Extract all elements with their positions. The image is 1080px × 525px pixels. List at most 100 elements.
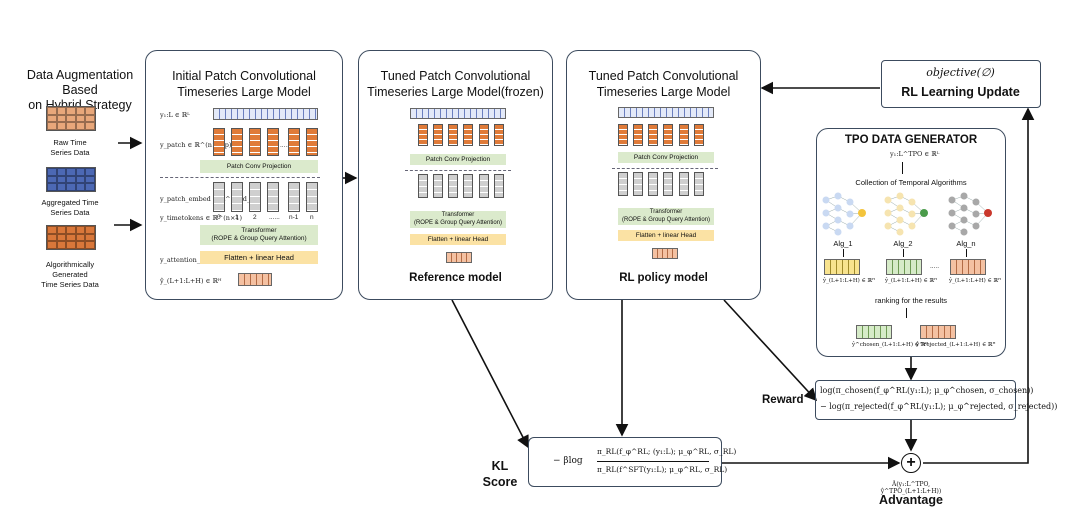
initial-model-title: Initial Patch Convolutional Timeseries L… [145,68,343,100]
p3-transformer-bar: Transformer (ROPE & Group Query Attentio… [618,208,714,225]
embed-token [213,182,225,212]
algorithmic-data-label-line1: Algorithmically [45,260,95,269]
p1-embed-row [213,182,318,212]
node-icon [960,204,968,212]
tpo-algorithm-networks [822,192,992,236]
plus-node: + [901,453,921,473]
arrow-plus-to-rl-update [923,107,1035,464]
tpo-rejected-output [920,325,956,339]
node-icon [822,196,830,204]
tpo-rejected-label: ŷ^rejected_(L+1:L+H) ∈ ℝᴴ [916,342,996,348]
advantage-formula: Â(y₁:L^TPO, ŷ^TPO_(L+1:L+H)) [880,481,942,495]
p2-output-seq [446,252,472,263]
rl-update-box: objective(∅) RL Learning Update [881,60,1041,108]
node-icon [834,204,842,212]
patch-token [267,128,279,156]
reference-model-caption: Reference model [409,272,502,284]
patch-token [448,124,458,146]
node-icon [822,209,830,217]
embed-token [479,174,489,198]
tpo-algn-output [950,259,986,275]
tpo-chosen-label: ŷ^chosen_(L+1:L+H) ∈ ℝᴴ [852,342,929,348]
p3-patch-conv-bar: Patch Conv Projection [618,152,714,163]
arrow-panel2-to-kl [451,299,529,449]
patch-token [288,128,300,156]
node-icon [846,210,854,218]
embed-token [633,172,643,196]
reward-box: log(π_chosen(f_φ^RL(y₁:L); μ_φ^chosen, σ… [815,380,1057,420]
tpo-alg1-label: Alg_1 [833,239,853,248]
p1-tick-labels: 0 1 2 ...... n-1 n [213,214,323,222]
p2-patch-row [418,124,504,146]
node-icon [972,222,980,230]
p1-flatten-bar: Flatten + linear Head [200,251,318,264]
embed-token [679,172,689,196]
advantage-label: Advantage [879,493,943,507]
embed-token [231,182,243,212]
tpo-ranking-arrow [906,308,907,318]
embed-token [618,172,628,196]
p2-divider [405,170,511,171]
rl-objective: objective(∅) [926,66,995,79]
aggregated-data-label-line2: Series Data [50,208,90,217]
node-icon [948,196,956,204]
tpo-algn-out-label: ŷ_(L+1:L+H) ∈ ℝᴴ [949,278,1001,284]
aggregated-data-label-line1: Aggregated Time [41,198,99,207]
initial-model-title-line2: Timeseries Large Model [177,85,311,99]
tick-label: n-1 [289,214,299,221]
p3-flatten-bar: Flatten + linear Head [618,230,714,241]
reward-label: Reward [762,394,804,406]
p1-patch-dots: ...... [280,142,291,149]
policy-model-title: Tuned Patch Convolutional Timeseries Lar… [566,68,761,100]
policy-model-title-line2: Timeseries Large Model [596,85,731,99]
node-icon [884,209,892,217]
output-node-icon [858,209,866,217]
reward-formula-line1: log(π_chosen(f_φ^RL(y₁:L); μ_φ^chosen, σ… [820,386,1034,395]
p1-patch-row: ...... [213,128,318,156]
output-node-icon [984,209,992,217]
tpo-title: TPO DATA GENERATOR [844,134,978,146]
tick-label: ...... [269,214,280,221]
output-node-icon [920,209,928,217]
patch-token [479,124,489,146]
reference-model-title: Tuned Patch Convolutional Timeseries Lar… [358,68,553,100]
patch-token [648,124,658,146]
patch-token [463,124,473,146]
p3-transformer-line2: (ROPE & Group Query Attention) [621,216,711,223]
p3-patch-row [618,124,704,146]
node-icon [822,222,830,230]
patch-token [418,124,428,146]
p2-patch-conv-bar: Patch Conv Projection [410,154,506,165]
tick-label: 2 [253,214,257,221]
data-augmentation-title-line1: Data Augmentation Based [26,68,134,97]
p1-label-timetokens: y_timetokens ∈ ℝ^(n×1) [160,214,243,222]
p2-transformer-bar: Transformer (ROPE & Group Query Attentio… [410,211,506,228]
algorithmic-data-label-line3: Time Series Data [41,280,99,289]
node-icon [834,192,842,200]
p2-transformer-line1: Transformer [441,212,475,218]
tpo-alg1-out-label: ŷ_(L+1:L+H) ∈ ℝᴴ [823,278,875,284]
algorithmic-data-label-line2: Generated [52,270,88,279]
kl-box: − βlog π_RL(f_φ^RL; (y₁:L); μ_φ^RL, σ_RL… [528,437,736,487]
embed-token [288,182,300,212]
patch-token [633,124,643,146]
tpo-alg2-output [886,259,922,275]
policy-model-title-line1: Tuned Patch Convolutional [588,69,739,83]
algorithmic-data-grid [46,225,96,250]
tpo-alg1-arrow [843,249,844,257]
kl-formula-prefix: − βlog [553,456,583,466]
embed-token [694,172,704,196]
arrow-panel3-to-reward [723,299,818,402]
tpo-output-dots: ..... [930,263,940,270]
p3-transformer-line1: Transformer [649,209,683,215]
p1-label-embed: y_patch_embed ∈ ℝ^(n×d_e) [160,195,257,203]
embed-token [306,182,318,212]
node-icon [896,216,904,224]
initial-model-title-line1: Initial Patch Convolutional [172,69,316,83]
p1-transformer-line1: Transformer [241,227,277,234]
patch-token [494,124,504,146]
p3-output-seq [652,248,678,259]
node-icon [908,222,916,230]
embed-token [663,172,673,196]
patch-token [679,124,689,146]
